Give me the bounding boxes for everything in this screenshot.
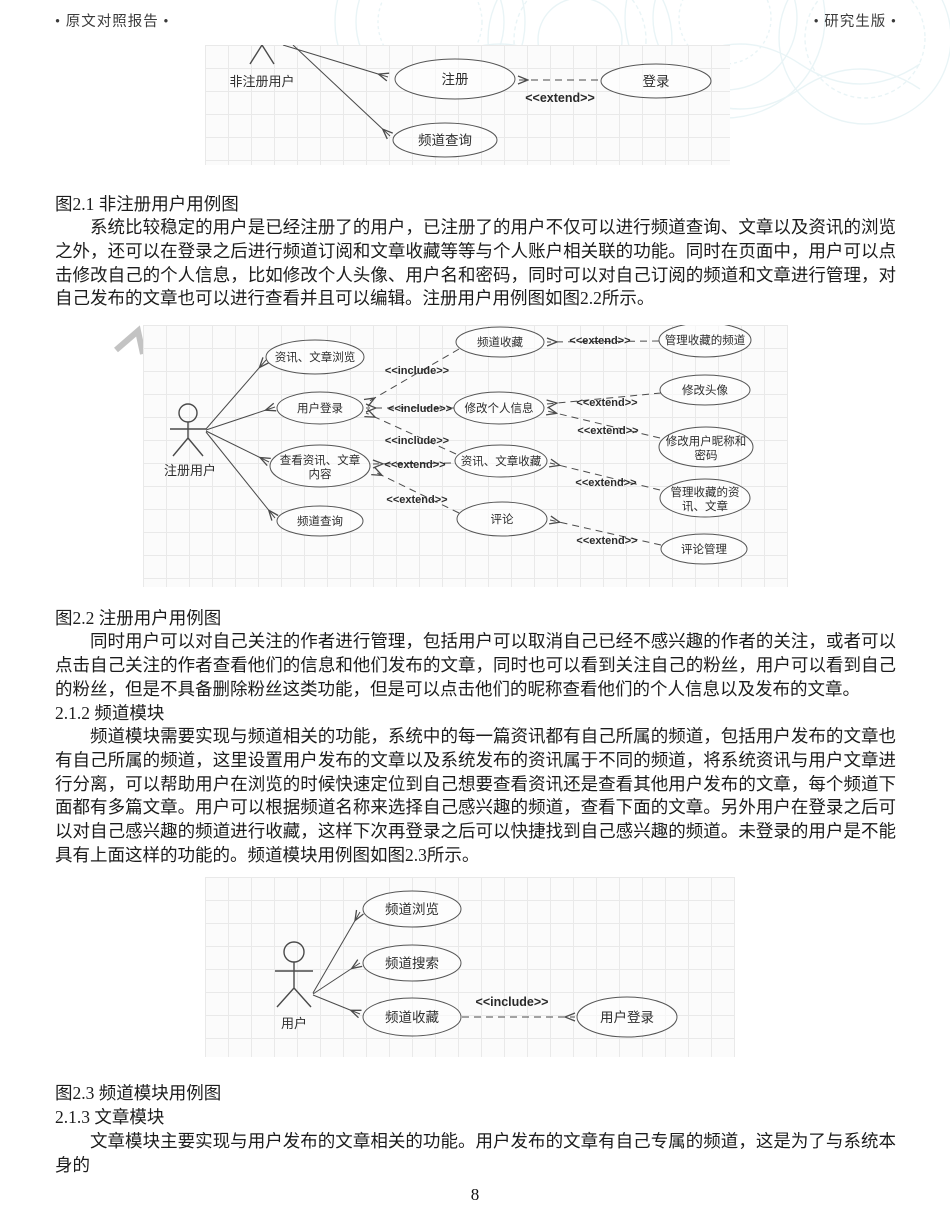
paragraph-channel-module: 频道模块需要实现与频道相关的功能，系统中的每一篇资讯都有自己所属的频道，包括用户… [55, 726, 896, 865]
usecase-label-line2: 密码 [695, 448, 718, 462]
usecase-label: 管理收藏的频道 [665, 333, 746, 347]
usecase-channel-favorite: 频道收藏 [455, 326, 545, 358]
association-lines [312, 912, 360, 1014]
extend-label: <<extend>> [569, 335, 630, 347]
usecase-channel-query: 频道查询 [392, 122, 498, 158]
extend-relation: <<extend>> [518, 80, 598, 105]
paragraph-registered-user: 系统比较稳定的用户是已经注册了的用户，已注册了的用户不仅可以进行频道查询、文章以… [55, 217, 896, 309]
include-label: <<include>> [385, 365, 449, 377]
header-edition: • 研究生版 • [813, 14, 897, 30]
usecase-login-label: 登录 [643, 74, 670, 89]
usecase-view-content: 查看资讯、文章 内容 [269, 444, 371, 488]
usecase-label: 频道收藏 [385, 1010, 439, 1025]
usecase-label: 用户登录 [297, 401, 343, 415]
usecase-label: 评论 [491, 512, 514, 526]
figure-2-3-caption: 图2.3 频道模块用例图 [55, 1083, 222, 1103]
usecase-channel-search: 频道搜索 [362, 944, 462, 982]
usecase-channel-query: 频道查询 [276, 505, 364, 537]
usecase-channel-browse: 频道浏览 [362, 890, 462, 928]
usecase-edit-profile: 修改个人信息 [453, 391, 545, 425]
association-lines [205, 360, 275, 518]
usecase-label-line1: 管理收藏的资 [671, 485, 740, 499]
extend-label: <<extend>> [575, 477, 636, 489]
actor-user: 用户 [275, 941, 313, 1031]
heading-channel-module: 2.1.2 频道模块 [55, 703, 165, 723]
figure-2-1-usecase-diagram: 非注册用户 注册 登录 频道查询 <<extend>> [205, 45, 730, 165]
usecase-label-line2: 内容 [309, 467, 332, 481]
usecase-label-line2: 讯、文章 [682, 499, 728, 513]
paragraph-article-module: 文章模块主要实现与用户发布的文章相关的功能。用户发布的文章有自己专属的频道，这是… [55, 1131, 896, 1175]
usecase-manage-favorite-channels: 管理收藏的频道 [658, 325, 752, 358]
extend-label: <<extend>> [386, 494, 447, 506]
usecase-channel-query-label: 频道查询 [418, 133, 472, 148]
include-label: <<include>> [476, 995, 549, 1009]
actor-unregistered-user: 非注册用户 [229, 45, 295, 89]
usecase-label: 修改个人信息 [465, 401, 534, 415]
include-label: <<include>> [385, 435, 449, 447]
extend-label: <<extend>> [525, 91, 595, 105]
usecase-label: 频道查询 [297, 514, 343, 528]
usecase-register: 注册 [394, 58, 516, 100]
actor-label: 用户 [281, 1016, 307, 1031]
usecase-edit-avatar: 修改头像 [659, 374, 751, 406]
actor-label: 非注册用户 [229, 74, 294, 89]
usecase-user-login: 用户登录 [576, 996, 678, 1038]
figure-2-2-caption: 图2.2 注册用户用例图 [55, 608, 222, 628]
extend-label: <<extend>> [384, 459, 445, 471]
include-relation: <<include>> [462, 995, 575, 1017]
usecase-label: 资讯、文章收藏 [461, 454, 542, 468]
relation-labels: <<include>> <<include>> <<include>> <<ex… [384, 335, 638, 547]
actor-registered-user: 注册用户 [164, 403, 216, 478]
usecase-user-login: 用户登录 [276, 391, 364, 425]
usecase-label: 用户登录 [600, 1009, 654, 1025]
usecase-label-line1: 查看资讯、文章 [280, 453, 361, 467]
usecase-label: 频道搜索 [385, 956, 439, 971]
usecase-manage-favorite-articles: 管理收藏的资 讯、文章 [659, 478, 751, 518]
usecase-article-favorite: 资讯、文章收藏 [454, 444, 548, 478]
include-label: <<include>> [388, 403, 452, 415]
paragraph-author-follow: 同时用户可以对自己关注的作者进行管理，包括用户可以取消自己已经不感兴趣的作者的关… [55, 631, 896, 699]
usecase-edit-nickname-password: 修改用户昵称和 密码 [658, 426, 754, 468]
usecase-label-line1: 修改用户昵称和 [666, 434, 747, 448]
usecase-comment-management: 评论管理 [660, 533, 748, 565]
figure-2-1-caption: 图2.1 非注册用户用例图 [55, 194, 239, 214]
usecase-label: 频道收藏 [477, 335, 523, 349]
extend-label: <<extend>> [576, 397, 637, 409]
page-number: 8 [470, 1185, 480, 1204]
usecase-news-article-browse: 资讯、文章浏览 [265, 339, 365, 375]
usecase-label: 资讯、文章浏览 [275, 350, 356, 364]
usecase-channel-favorite: 频道收藏 [362, 997, 462, 1037]
usecase-label: 评论管理 [681, 542, 727, 556]
include-extend-relations [366, 341, 662, 546]
usecase-register-label: 注册 [442, 72, 469, 87]
chevron-watermark-icon [114, 325, 146, 355]
usecase-label: 频道浏览 [385, 902, 439, 917]
usecase-comment: 评论 [456, 501, 548, 537]
extend-label: <<extend>> [577, 425, 638, 437]
actor-label: 注册用户 [164, 463, 216, 478]
association-lines [282, 45, 390, 136]
figure-2-3-usecase-diagram: 用户 频道浏览 频道搜索 频道收藏 用户登录 [205, 877, 735, 1057]
usecase-login: 登录 [600, 63, 712, 99]
header-report-type: • 原文对照报告 • [55, 14, 170, 30]
extend-label: <<extend>> [576, 535, 637, 547]
usecase-label: 修改头像 [682, 383, 728, 397]
figure-2-2-usecase-diagram: 注册用户 资讯、文章浏览 用户登录 查看资讯、文章 内容 [143, 325, 788, 587]
heading-article-module: 2.1.3 文章模块 [55, 1107, 165, 1127]
